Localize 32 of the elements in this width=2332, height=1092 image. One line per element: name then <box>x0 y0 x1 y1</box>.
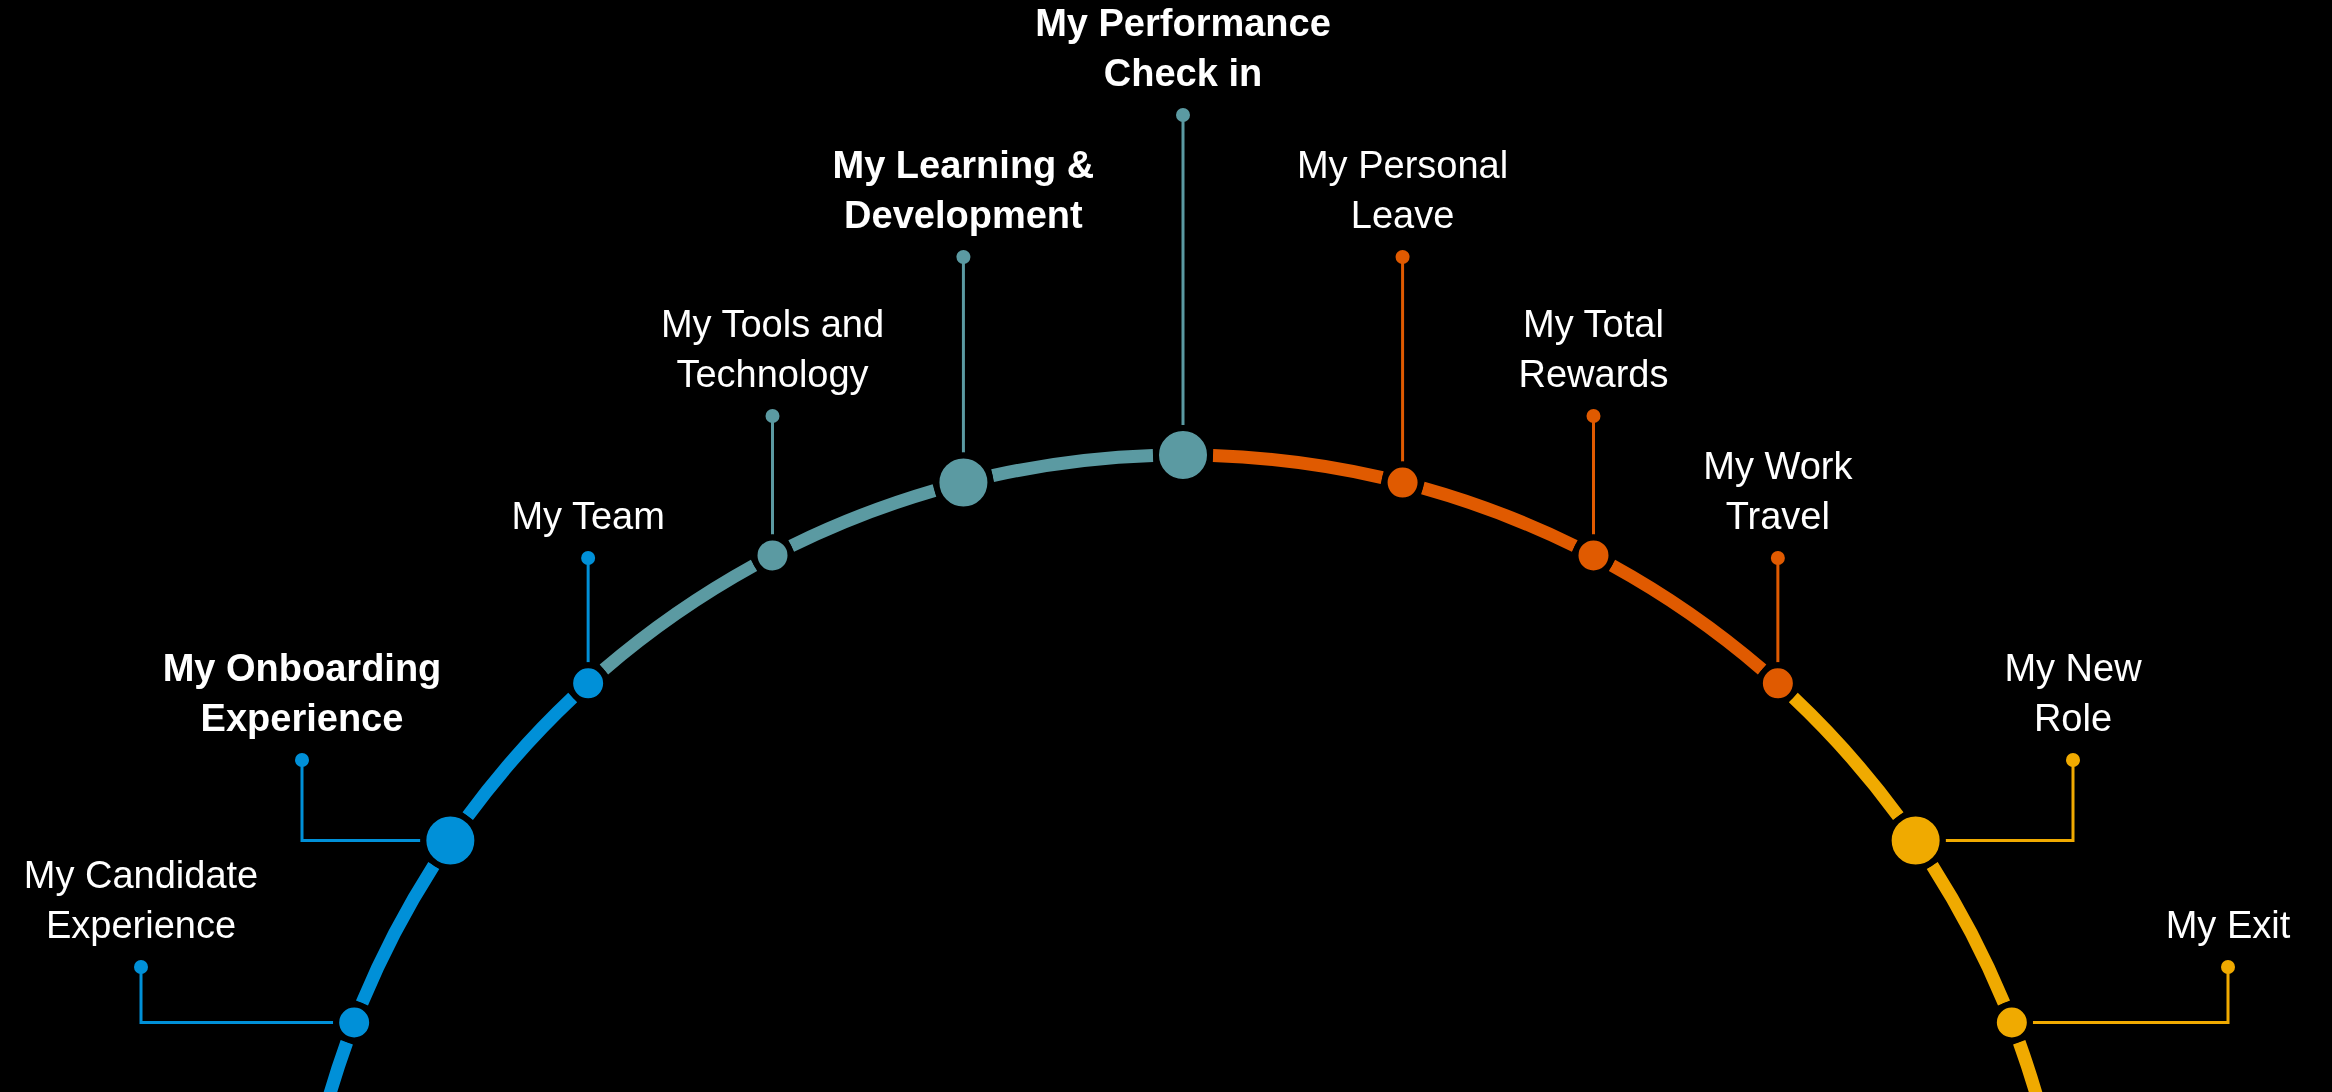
milestone-label: My Personal Leave <box>1272 139 1533 257</box>
leader-line <box>2032 960 2235 1024</box>
leader-line <box>1176 108 1190 425</box>
timeline-arc <box>1926 862 2010 1006</box>
leader-line <box>295 753 421 842</box>
timeline-arc <box>1212 449 1384 484</box>
timeline-arc <box>1420 481 1578 552</box>
leader-line <box>1586 409 1601 535</box>
leader-line <box>765 409 780 535</box>
timeline-arc <box>356 862 440 1006</box>
milestone-label: My Learning & Development <box>803 139 1124 257</box>
leader-line <box>581 551 596 663</box>
leader-line <box>956 250 971 453</box>
timeline-arc <box>788 484 937 552</box>
leader-line <box>1395 250 1410 462</box>
timeline-arc <box>462 692 578 820</box>
milestone-label: My Onboarding Experience <box>132 642 472 760</box>
leader-line <box>1770 551 1785 663</box>
timeline-arc <box>1608 559 1767 675</box>
timeline-arc <box>599 559 758 675</box>
milestone-label: My Total Rewards <box>1493 298 1694 416</box>
leader-line <box>134 960 334 1024</box>
milestone-label: My Team <box>438 491 739 558</box>
milestone-label: My Work Travel <box>1682 440 1873 558</box>
timeline-arc <box>1788 692 1904 820</box>
milestone-label: My Tools and Technology <box>632 298 913 416</box>
leader-line <box>1945 753 2080 842</box>
milestone-label: My New Role <box>1983 642 2163 760</box>
milestone-label: My Exit <box>2128 900 2328 967</box>
milestone-label: My Performance Check in <box>1003 0 1363 115</box>
timeline-arc <box>991 449 1154 482</box>
milestone-label: My Candidate Experience <box>0 849 291 967</box>
